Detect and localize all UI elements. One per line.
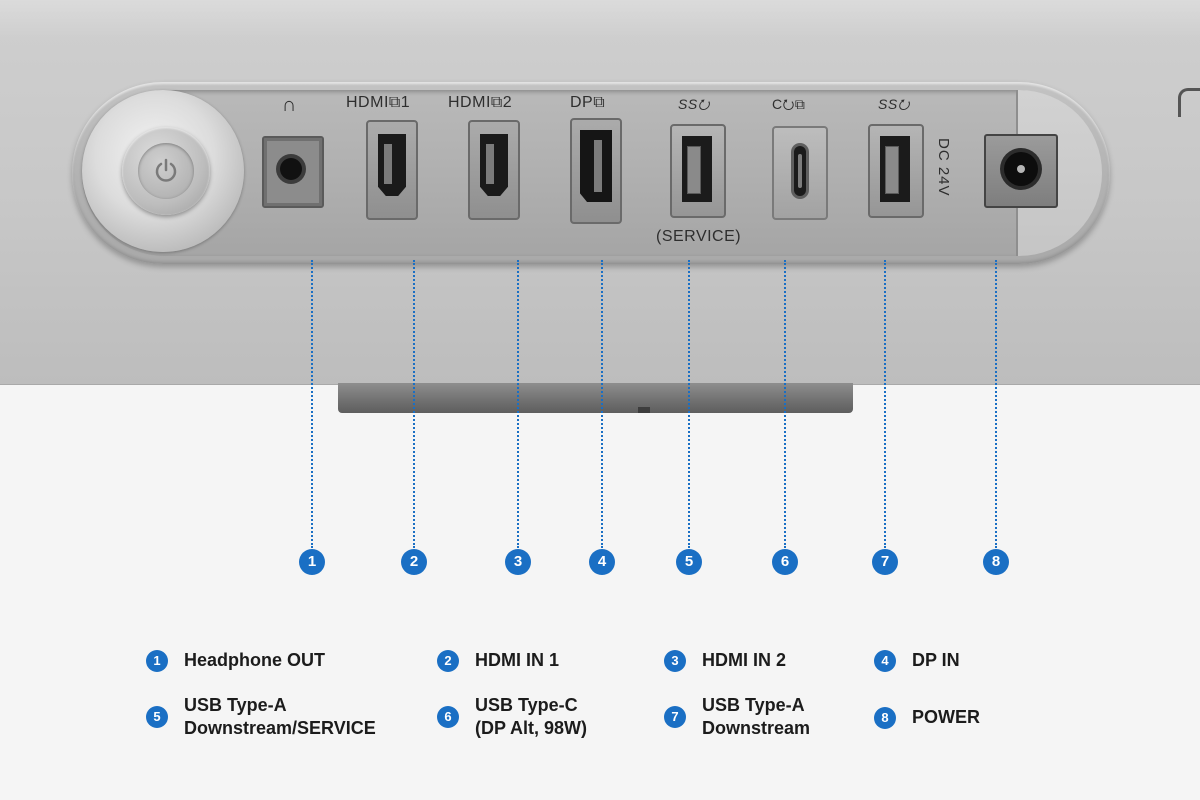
legend-text-7: USB Type-A Downstream xyxy=(702,695,811,738)
legend-item-3: 3 HDMI IN 2 xyxy=(664,649,786,672)
legend-text-6: USB Type-C (DP Alt, 98W) xyxy=(475,695,588,738)
legend-item-6: 6 USB Type-C (DP Alt, 98W) xyxy=(437,694,587,740)
legend-num-7: 7 xyxy=(664,706,686,728)
hdmi1-label: HDMI⧉1 xyxy=(346,94,411,111)
legend-num-8: 8 xyxy=(874,707,896,729)
service-label: (SERVICE) xyxy=(656,228,742,245)
headphone-icon: ∩ xyxy=(282,94,297,116)
power-button-face xyxy=(138,143,194,199)
power-icon xyxy=(155,158,177,182)
usb-a2-port[interactable] xyxy=(868,124,924,218)
hdmi1-port[interactable] xyxy=(366,120,418,220)
headphone-port[interactable] xyxy=(262,136,324,208)
legend-item-5: 5 USB Type-A Downstream/SERVICE xyxy=(146,694,376,740)
usb-a1-tongue xyxy=(687,146,701,194)
marker-3: 3 xyxy=(505,549,531,575)
legend-text-8: POWER xyxy=(912,707,981,727)
marker-8: 8 xyxy=(983,549,1009,575)
dp-label: DP⧉ xyxy=(570,94,606,111)
legend-item-1: 1 Headphone OUT xyxy=(146,649,325,672)
leader-line-4 xyxy=(601,260,603,548)
hdmi1-pins xyxy=(384,144,392,184)
dp-pins xyxy=(594,140,602,192)
legend-text-5: USB Type-A Downstream/SERVICE xyxy=(184,695,376,738)
leader-line-8 xyxy=(995,260,997,548)
legend-num-5: 5 xyxy=(146,706,168,728)
monitor-gloss xyxy=(0,0,1200,40)
leader-line-1 xyxy=(311,260,313,548)
legend-text-3: HDMI IN 2 xyxy=(702,650,787,670)
monitor-stand xyxy=(338,383,853,413)
monitor-corner-mark xyxy=(1178,88,1200,117)
legend-text-2: HDMI IN 1 xyxy=(475,650,560,670)
legend-text-4: DP IN xyxy=(912,650,960,670)
leader-line-6 xyxy=(784,260,786,548)
hdmi2-pins xyxy=(486,144,494,184)
leader-line-7 xyxy=(884,260,886,548)
dc-jack-pin xyxy=(1017,165,1025,173)
usb-c-tongue xyxy=(798,154,802,188)
leader-line-2 xyxy=(413,260,415,548)
hdmi2-port[interactable] xyxy=(468,120,520,220)
hdmi1-opening xyxy=(378,134,406,196)
marker-1: 1 xyxy=(299,549,325,575)
dp-port[interactable] xyxy=(570,118,622,224)
legend-item-2: 2 HDMI IN 1 xyxy=(437,649,559,672)
marker-2: 2 xyxy=(401,549,427,575)
legend-item-7: 7 USB Type-A Downstream xyxy=(664,694,810,740)
marker-4: 4 xyxy=(589,549,615,575)
usb-a1-label: SS⭮ xyxy=(678,96,710,112)
legend-text-1: Headphone OUT xyxy=(184,650,326,670)
marker-5: 5 xyxy=(676,549,702,575)
usb-c-label: C⭮⧉ xyxy=(772,96,806,112)
hdmi2-opening xyxy=(480,134,508,196)
headphone-jack-hole xyxy=(280,158,302,180)
legend-num-4: 4 xyxy=(874,650,896,672)
power-button[interactable] xyxy=(122,127,210,215)
legend-num-1: 1 xyxy=(146,650,168,672)
marker-6: 6 xyxy=(772,549,798,575)
stand-notch xyxy=(638,407,650,413)
marker-7: 7 xyxy=(872,549,898,575)
legend-num-3: 3 xyxy=(664,650,686,672)
dc-label: DC 24V xyxy=(935,138,952,197)
legend-item-8: 8 POWER xyxy=(874,706,980,729)
usb-a1-port[interactable] xyxy=(670,124,726,218)
leader-line-5 xyxy=(688,260,690,548)
leader-line-3 xyxy=(517,260,519,548)
hdmi2-label: HDMI⧉2 xyxy=(448,94,513,111)
legend-num-2: 2 xyxy=(437,650,459,672)
usb-c-port[interactable] xyxy=(772,126,828,220)
legend-item-4: 4 DP IN xyxy=(874,649,960,672)
usb-a2-tongue xyxy=(885,146,899,194)
dc-power-port[interactable] xyxy=(984,134,1058,208)
usb-a2-label: SS⭮ xyxy=(878,96,910,112)
legend-num-6: 6 xyxy=(437,706,459,728)
